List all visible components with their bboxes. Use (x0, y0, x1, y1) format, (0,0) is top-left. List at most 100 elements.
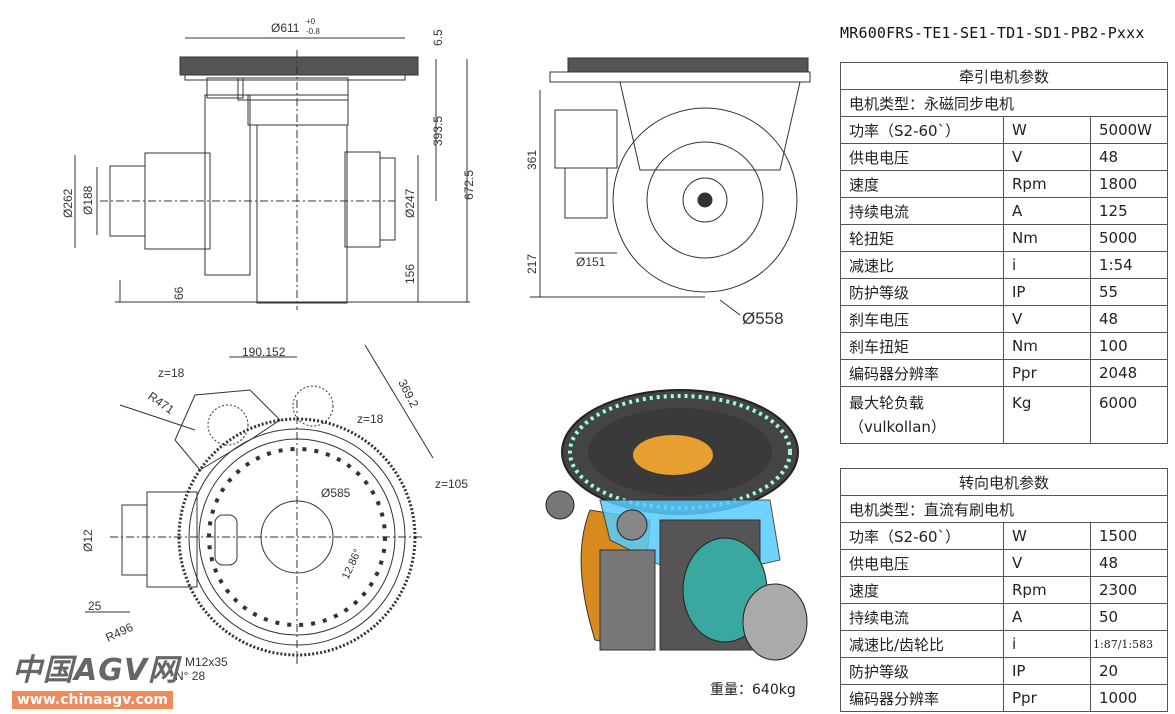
value: 1:54 (1090, 251, 1168, 279)
unit: Rpm (1003, 576, 1091, 604)
unit: Kg (1003, 386, 1091, 444)
value: 48 (1090, 305, 1168, 333)
value: 1500 (1090, 522, 1168, 550)
param: 减速比/齿轮比 (840, 630, 1004, 658)
param: 供电电压 (840, 143, 1004, 171)
dim-6-5: 6.5 (431, 29, 445, 46)
param: 速度 (840, 576, 1004, 604)
unit: IP (1003, 278, 1091, 306)
dim-66: 66 (172, 286, 186, 300)
param: 轮扭矩 (840, 224, 1004, 252)
param: 刹车电压 (840, 305, 1004, 333)
unit: A (1003, 603, 1091, 631)
value: 1000 (1090, 684, 1168, 712)
value: 1800 (1090, 170, 1168, 198)
watermark-url: www.chinaagv.com (12, 691, 173, 709)
unit: Nm (1003, 224, 1091, 252)
z105: z=105 (435, 477, 468, 491)
dim-393-5: 393.5 (431, 116, 445, 146)
value: 5000 (1090, 224, 1168, 252)
dim-672-5: 672.5 (462, 170, 476, 200)
side-view-dimensions: 361 217 Ø151 Ø558 (525, 150, 784, 328)
watermark-logo: 中国AGV网 www.chinaagv.com (12, 645, 179, 709)
value: 2048 (1090, 359, 1168, 387)
weight-label: 重量：640kg (710, 682, 796, 698)
param: 防护等级 (840, 278, 1004, 306)
value: 1:87/1:583 (1090, 630, 1168, 658)
dim-611-tol-upper: +0 (306, 17, 316, 26)
param: 减速比 (840, 251, 1004, 279)
dim-188: Ø188 (81, 185, 95, 215)
param: 功率（S2-60`） (840, 522, 1004, 550)
dim-247: Ø247 (403, 188, 417, 218)
dim-558: Ø558 (742, 309, 784, 328)
param: 供电电压 (840, 549, 1004, 577)
table-header: 牵引电机参数 (840, 62, 1168, 90)
dim-25: 25 (88, 599, 102, 613)
unit: Ppr (1003, 359, 1091, 387)
unit: IP (1003, 657, 1091, 685)
param: 防护等级 (840, 657, 1004, 685)
dim-262: Ø262 (61, 188, 75, 218)
dim-361: 361 (525, 150, 539, 170)
value: 20 (1090, 657, 1168, 685)
param: 速度 (840, 170, 1004, 198)
dim-217: 217 (525, 254, 539, 274)
front-view (74, 37, 470, 310)
z18-left: z=18 (158, 366, 185, 380)
value: 48 (1090, 143, 1168, 171)
motor-type: 电机类型：直流有刷电机 (840, 495, 1168, 523)
holes-spec: M12x35 (185, 655, 228, 669)
param: 持续电流 (840, 603, 1004, 631)
param: 最大轮负载 （vulkollan） (840, 386, 1004, 444)
table-header: 转向电机参数 (840, 468, 1168, 496)
param-line1: 最大轮负载 (849, 394, 925, 412)
dim-611: Ø611 (271, 21, 300, 35)
holes-count: N° 28 (175, 669, 205, 683)
value: 48 (1090, 549, 1168, 577)
unit: V (1003, 143, 1091, 171)
angle-12-86: 12.86° (340, 547, 364, 581)
unit: W (1003, 522, 1091, 550)
model-number: MR600FRS-TE1-SE1-TD1-SD1-PB2-Pxxx (840, 24, 1145, 42)
side-view (530, 57, 811, 316)
unit: Ppr (1003, 684, 1091, 712)
value: 125 (1090, 197, 1168, 225)
param: 编码器分辨率 (840, 359, 1004, 387)
unit: Rpm (1003, 170, 1091, 198)
unit: V (1003, 305, 1091, 333)
unit: Nm (1003, 332, 1091, 360)
z18-right: z=18 (357, 412, 384, 426)
param: 功率（S2-60`） (840, 116, 1004, 144)
value: 5000W (1090, 116, 1168, 144)
unit: A (1003, 197, 1091, 225)
value: 55 (1090, 278, 1168, 306)
dim-585: Ø585 (321, 486, 351, 500)
value: 6000 (1090, 386, 1168, 444)
dim-12: Ø12 (81, 529, 95, 552)
dim-190: 190.152 (242, 345, 286, 359)
param: 刹车扭矩 (840, 332, 1004, 360)
top-view (85, 344, 434, 665)
unit: W (1003, 116, 1091, 144)
unit: V (1003, 549, 1091, 577)
param-line2: （vulkollan） (849, 418, 946, 436)
